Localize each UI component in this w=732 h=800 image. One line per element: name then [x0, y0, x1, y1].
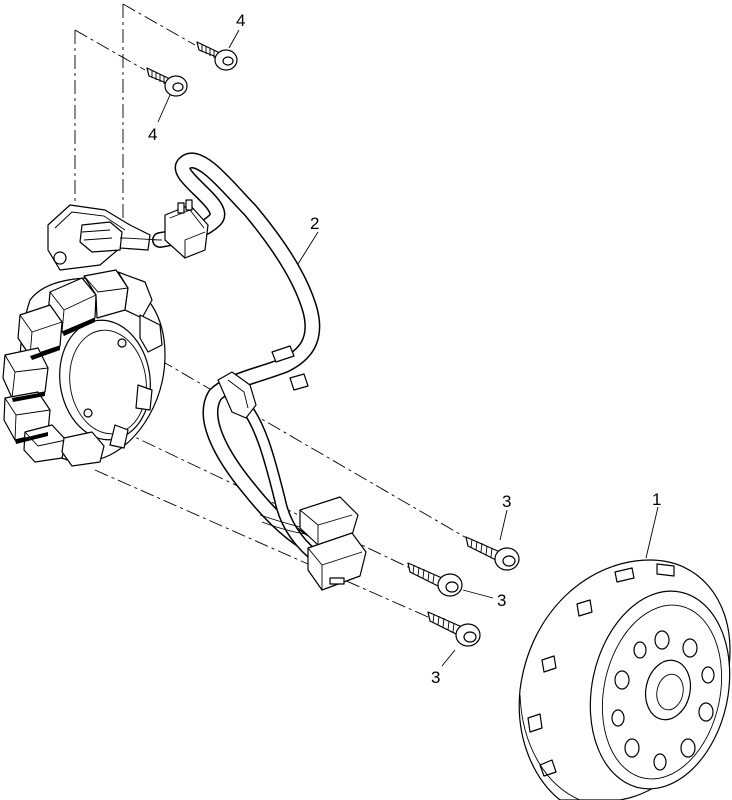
stator-assembly	[2, 204, 166, 467]
flywheel-rotor	[518, 559, 731, 800]
screw-lower	[146, 67, 188, 97]
connector-lower-b	[307, 532, 367, 591]
screw-upper	[196, 41, 238, 71]
callout-bolt-middle: 3	[497, 591, 506, 610]
callout-screw-upper: 4	[236, 11, 245, 30]
connector-top	[164, 199, 209, 259]
callout-screw-lower: 4	[148, 125, 157, 144]
callout-harness: 2	[310, 214, 319, 233]
connector-lower-a	[299, 496, 359, 546]
bolt-lower	[427, 611, 481, 647]
wire-harness	[152, 152, 328, 566]
bolt-middle	[407, 562, 463, 597]
callout-bolt-upper: 3	[502, 492, 511, 511]
leader-lines	[157, 29, 659, 667]
callout-labels: 1 2 3 3 3 4 4	[148, 11, 661, 687]
callout-bolt-lower: 3	[431, 668, 440, 687]
callout-flywheel: 1	[652, 490, 661, 509]
bolt-upper	[465, 536, 520, 571]
